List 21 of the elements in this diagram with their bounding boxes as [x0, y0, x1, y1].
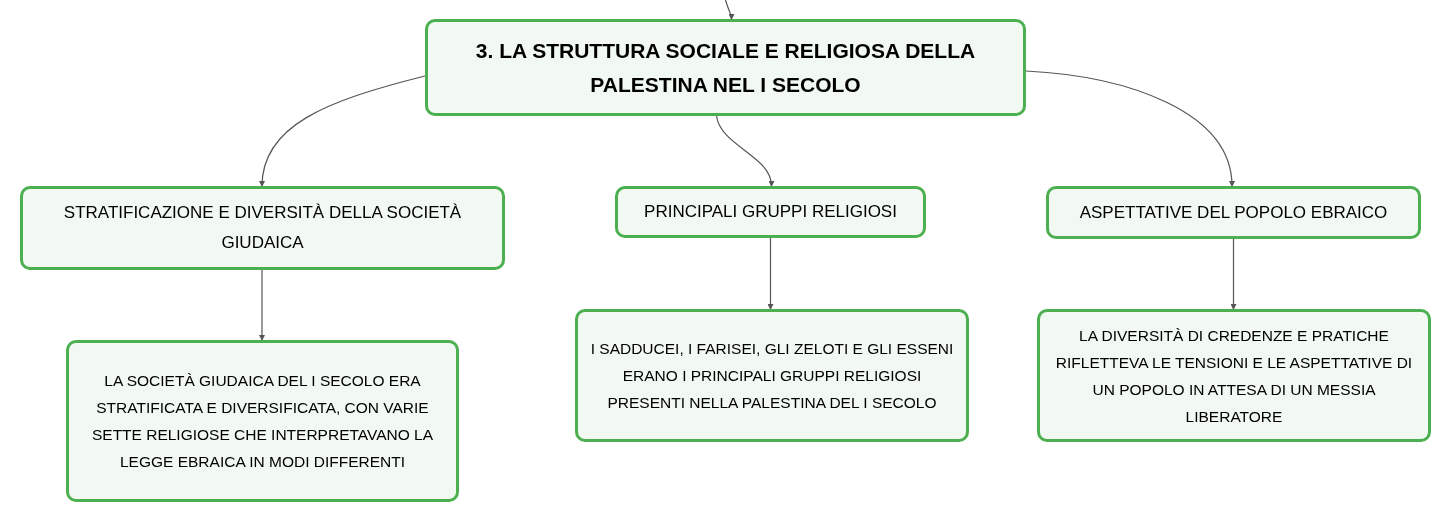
concept-box: [1037, 309, 1431, 442]
topic-title: 3. LA STRUTTURA SOCIALE E RELIGIOSA DELLA PALESTINA NEL I SECOLO: [474, 37, 977, 98]
concept-box: [575, 309, 969, 442]
concept-text: PRINCIPALI GRUPPI RELIGIOSI: [644, 201, 897, 223]
concept-box: [615, 186, 926, 238]
concept-text: I SADDUCEI, I FARISEI, GLI ZELOTI E GLI ESSENI ERANO I PRINCIPALI GRUPPI RELIGIOSI PRESENTI NELLA PALESTINA DEL I SECOLO: [590, 339, 954, 413]
concept-box: [20, 186, 505, 270]
connector-arrow: [1230, 238, 1237, 310]
concept-box: [66, 340, 459, 502]
connector-arrow: [724, 0, 735, 20]
concept-box: [1046, 186, 1421, 239]
connector-arrow: [259, 75, 426, 187]
topic-box: [425, 19, 1026, 116]
connector-arrow: [715, 115, 774, 187]
connector-arrow: [1025, 70, 1235, 187]
connector-arrow: [767, 237, 774, 310]
concept-text: LA SOCIETÀ GIUDAICA DEL I SECOLO ERA STRATIFICATA E DIVERSIFICATA, CON VARIE SETTE RELIGIOSE CHE INTERPRETAVANO LA LEGGE EBRAICA IN MODI DIFFERENTI: [90, 371, 435, 472]
concept-text: STRATIFICAZIONE E DIVERSITÀ DELLA SOCIETÀ GIUDAICA: [62, 202, 463, 254]
concept-text: ASPETTATIVE DEL POPOLO EBRAICO: [1079, 201, 1388, 224]
connector-arrow: [259, 269, 265, 341]
concept-text: LA DIVERSITÀ DI CREDENZE E PRATICHE RIFLETTEVA LE TENSIONI E LE ASPETTATIVE DI UN POPOLO IN ATTESA DI UN MESSIA LIBERATORE: [1054, 325, 1414, 427]
